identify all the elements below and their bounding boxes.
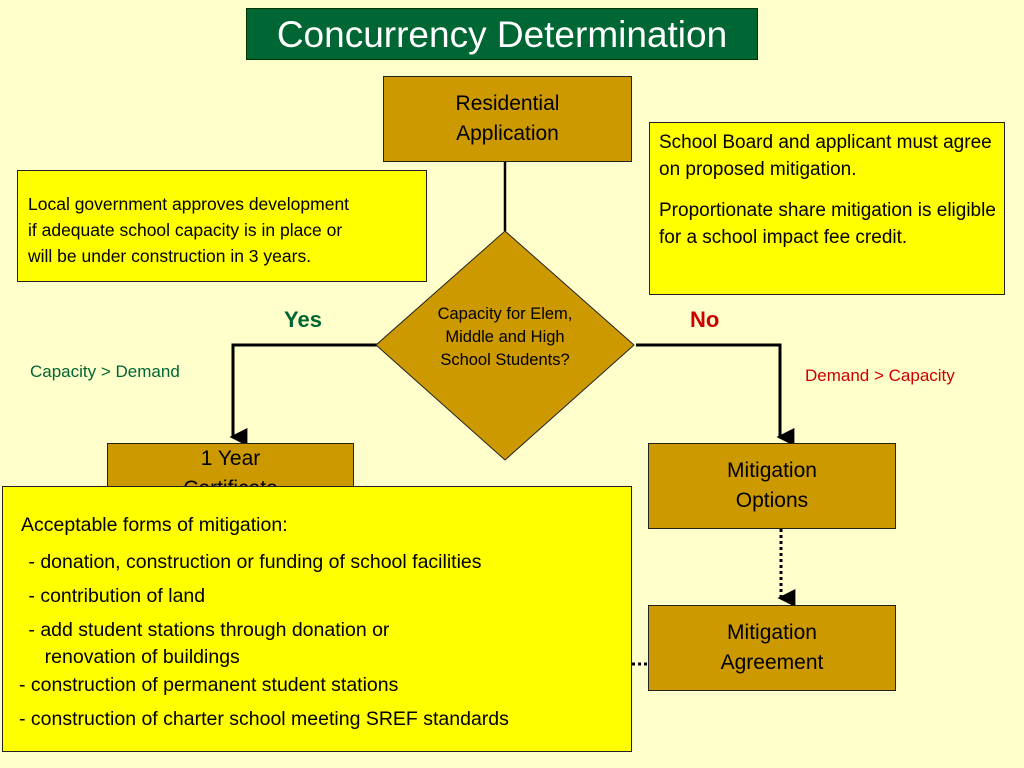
yes-label: Yes [284,307,322,332]
approval-note: Local government approves development if… [17,170,427,282]
page-title: Concurrency Determination [246,8,758,60]
residential-application-line: Application [456,122,559,145]
decision-label-line: Capacity for Elem, [437,305,573,323]
residential-application-box: Residential Application [383,76,632,162]
mitigation-agreement-box: Mitigation Agreement [648,605,896,691]
decision-diamond [375,230,635,461]
mitigation-agreement-line: Agreement [720,651,824,674]
residential-application-line: Residential [455,92,560,115]
agreement-note: School Board and applicant must agree on… [649,122,1005,295]
mitigation-form-item: - construction of permanent student stat… [19,674,399,696]
agreement-note-paragraph: Proportionate share mitigation is eligib… [659,200,996,248]
certificate-line: 1 Year [200,447,261,470]
mitigation-agreement-line: Mitigation [727,621,817,644]
mitigation-forms-note: Acceptable forms of mitigation: - donati… [2,486,632,752]
decision-label-line: School Students? [440,351,570,369]
decision-label-line: Middle and High [445,328,565,346]
mitigation-form-item: - add student stations through donation … [23,619,390,641]
approval-note-line: if adequate school capacity is in place … [28,220,343,240]
decision-label: Capacity for Elem, Middle and High Schoo… [405,303,605,372]
yes-condition: Capacity > Demand [30,362,180,381]
no-label: No [690,307,720,332]
approval-note-line: Local government approves development [28,194,350,214]
mitigation-form-item: - contribution of land [23,585,206,607]
connector-yes-branch [229,343,377,446]
mitigation-options-box: Mitigation Options [648,443,896,529]
mitigation-form-item: - construction of charter school meeting… [19,708,509,730]
mitigation-options-line: Options [735,489,809,512]
mitigation-forms-heading: Acceptable forms of mitigation: [21,514,288,536]
mitigation-options-line: Mitigation [727,459,817,482]
agreement-note-paragraph: School Board and applicant must agree on… [659,132,992,180]
mitigation-form-item: renovation of buildings [23,646,240,668]
no-condition: Demand > Capacity [805,366,955,385]
mitigation-form-item: - donation, construction or funding of s… [23,551,482,573]
approval-note-line: will be under construction in 3 years. [28,246,312,266]
connector-no-branch [636,343,795,446]
